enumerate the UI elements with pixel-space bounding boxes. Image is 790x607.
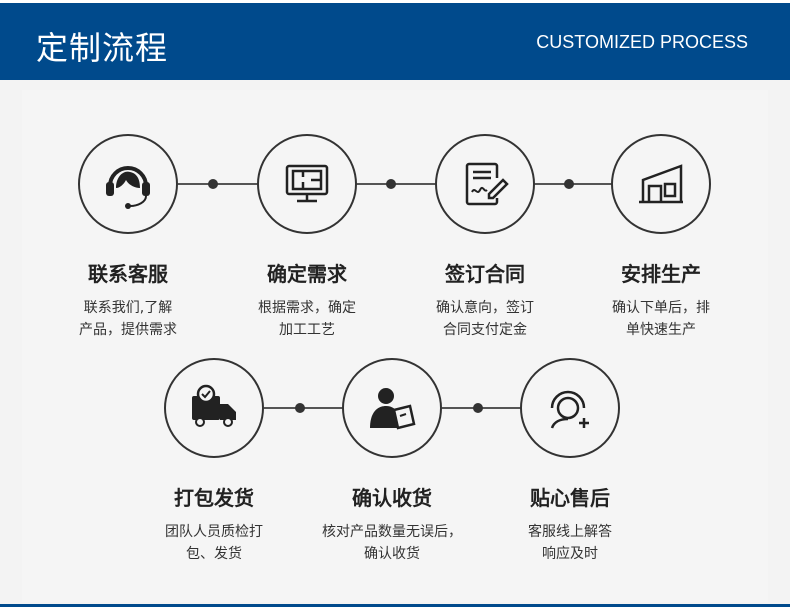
step-title: 安排生产 (621, 262, 701, 286)
connector-dot (295, 403, 305, 413)
after-sales-icon (520, 358, 620, 458)
delivery-truck-icon (164, 358, 264, 458)
step-confirm-receipt: 确认收货 核对产品数量无误后， 确认收货 (302, 358, 482, 565)
step-desc: 根据需求，确定 (258, 300, 356, 316)
connector-dot (564, 179, 574, 189)
top-strip (0, 0, 790, 3)
step-title: 确认收货 (352, 486, 432, 510)
step-title: 签订合同 (445, 262, 525, 286)
monitor-blueprint-icon (257, 134, 357, 234)
connector-line (534, 183, 614, 185)
step-desc: 确认收货 (364, 546, 420, 562)
step-desc: 联系我们,了解 (83, 300, 173, 316)
step-title: 打包发货 (174, 486, 254, 510)
receive-goods-icon (342, 358, 442, 458)
step-desc: 合同支付定金 (443, 322, 527, 338)
page-title: 定制流程 (36, 29, 169, 67)
headset-icon (78, 134, 178, 234)
connector-line (178, 183, 258, 185)
step-confirm-requirements: 确定需求 根据需求，确定加工工艺 (217, 134, 397, 341)
step-title: 确定需求 (267, 262, 347, 286)
step-title: 贴心售后 (530, 486, 610, 510)
step-sign-contract: 签订合同 确认意向，签订合同支付定金 (395, 134, 575, 341)
step-desc: 包、发货 (186, 546, 242, 562)
step-contact-service: 联系客服 联系我们,了解产品，提供需求 (38, 134, 218, 341)
step-desc: 团队人员质检打 (165, 524, 263, 540)
step-desc: 响应及时 (542, 546, 598, 562)
contract-sign-icon (435, 134, 535, 234)
connector-line (356, 183, 436, 185)
step-desc: 产品，提供需求 (79, 322, 177, 338)
header-bar: 定制流程 CUSTOMIZED PROCESS (0, 3, 790, 80)
step-desc: 确认下单后，排 (612, 300, 710, 316)
step-title: 联系客服 (88, 262, 168, 286)
step-desc: 单快速生产 (626, 322, 696, 338)
step-arrange-production: 安排生产 确认下单后，排单快速生产 (571, 134, 751, 341)
step-desc: 加工工艺 (279, 322, 335, 338)
step-desc: 客服线上解答 (528, 524, 612, 540)
page-subtitle: CUSTOMIZED PROCESS (536, 32, 748, 52)
connector-dot (208, 179, 218, 189)
step-after-sales: 贴心售后 客服线上解答响应及时 (480, 358, 660, 565)
factory-icon (611, 134, 711, 234)
bottom-bar (0, 604, 790, 607)
step-pack-ship: 打包发货 团队人员质检打包、发货 (124, 358, 304, 565)
step-desc: 核对产品数量无误后， (322, 524, 462, 540)
step-desc: 确认意向，签订 (436, 300, 534, 316)
connector-dot (386, 179, 396, 189)
connector-dot (473, 403, 483, 413)
